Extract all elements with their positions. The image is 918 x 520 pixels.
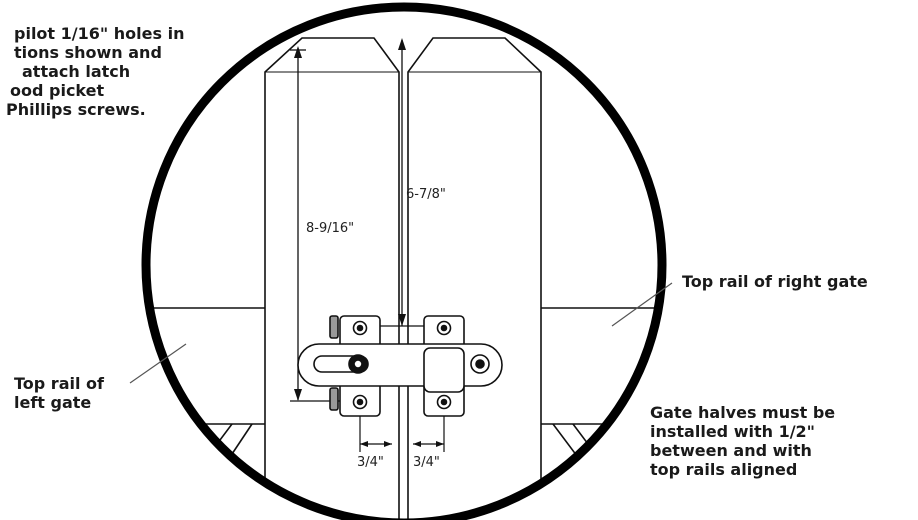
instruction-line: Phillips screws. bbox=[6, 100, 146, 119]
gap-note: Gate halves must be installed with 1/2" … bbox=[650, 403, 835, 479]
top-rail-right-label: Top rail of right gate bbox=[682, 272, 868, 291]
latch-assembly bbox=[297, 315, 503, 417]
gap-note-line: installed with 1/2" bbox=[650, 422, 816, 441]
left-offset-dimension bbox=[359, 416, 392, 452]
left-picket bbox=[264, 37, 400, 520]
right-picket bbox=[407, 37, 542, 520]
detail-circle bbox=[141, 2, 667, 520]
left-height-label: 8-9/16" bbox=[306, 221, 354, 236]
gap-note-line: between and with bbox=[650, 441, 812, 460]
instruction-line: tions shown and bbox=[14, 43, 162, 62]
right-offset-dimension bbox=[413, 416, 445, 452]
top-rail-left-label: Top rail of left gate bbox=[14, 374, 104, 412]
gap-note-line: Gate halves must be bbox=[650, 403, 836, 422]
right-height-label: 6-7/8" bbox=[406, 187, 446, 202]
instruction-text: pilot 1/16" holes in tions shown and att… bbox=[0, 24, 184, 119]
right-offset-label: 3/4" bbox=[413, 455, 440, 470]
right-rail-leader bbox=[611, 282, 673, 327]
instruction-line: ood picket bbox=[10, 81, 105, 100]
instruction-line: pilot 1/16" holes in bbox=[14, 24, 185, 43]
instruction-line: attach latch bbox=[22, 62, 131, 81]
left-offset-label: 3/4" bbox=[357, 455, 384, 470]
top-rail-left-line: left gate bbox=[14, 393, 92, 412]
left-top-rail bbox=[146, 307, 265, 461]
right-height-dimension bbox=[372, 38, 430, 327]
left-rail-leader bbox=[129, 343, 187, 384]
top-rail-left-line: Top rail of bbox=[14, 374, 104, 393]
gap-note-line: top rails aligned bbox=[650, 460, 798, 479]
